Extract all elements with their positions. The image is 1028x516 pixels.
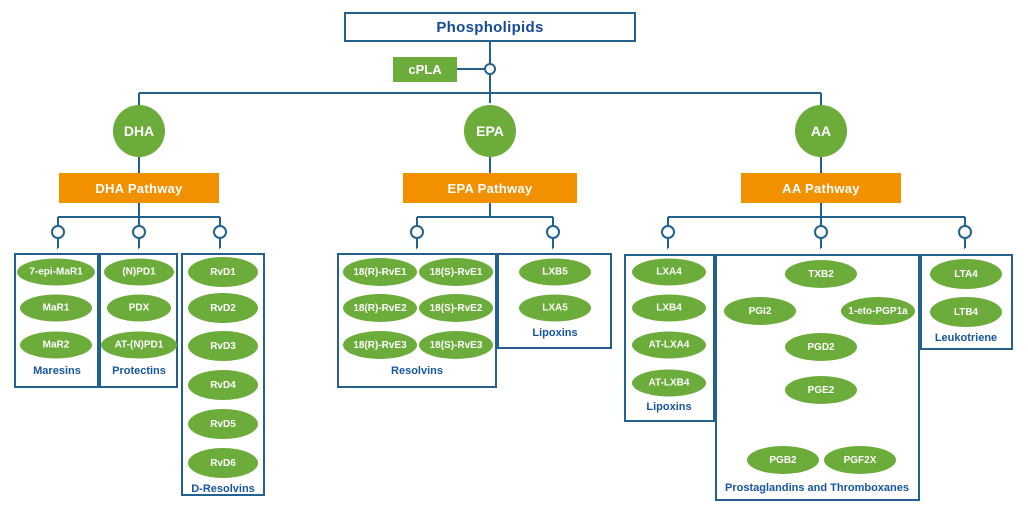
mediator-oval-pgb2: PGB2 [747, 446, 819, 474]
mediator-oval-18-s-rve2: 18(S)-RvE2 [419, 294, 493, 322]
category-label-protectins: Protectins [112, 365, 166, 377]
mediator-oval-lta4: LTA4 [930, 259, 1002, 289]
node-circle-aa: AA [795, 105, 847, 157]
mediator-oval-rvd3: RvD3 [188, 331, 258, 361]
mediator-oval-rvd2: RvD2 [188, 293, 258, 323]
mediator-oval-pgd2: PGD2 [785, 333, 857, 361]
category-label-lipoxins: Lipoxins [646, 401, 692, 413]
mediator-oval-n-pd1: (N)PD1 [104, 258, 174, 286]
cpla-enzyme-box: cPLA [393, 57, 457, 82]
category-label-leukotriene: Leukotriene [934, 332, 998, 344]
mediator-oval-lxb5: LXB5 [519, 258, 591, 286]
mediator-oval-at-n-pd1: AT-(N)PD1 [101, 331, 177, 359]
mediator-oval-rvd5: RvD5 [188, 409, 258, 439]
pathway-banner-epa: EPA Pathway [403, 173, 577, 203]
category-label-resolvins: Resolvins [391, 365, 443, 377]
mediator-oval-1-eto-pgp1a: 1-eto-PGP1a [841, 297, 915, 325]
category-label-maresins: Maresins [33, 365, 81, 377]
category-label-d-resolvins: D-Resolvins [191, 483, 255, 495]
mediator-oval-rvd4: RvD4 [188, 370, 258, 400]
mediator-oval-18-r-rve2: 18(R)-RvE2 [343, 294, 417, 322]
mediator-oval-lxa4: LXA4 [632, 258, 706, 286]
mediator-oval-pgf2x: PGF2X [824, 446, 896, 474]
category-label-prostaglandins-and-thromboxanes: Prostaglandins and Thromboxanes [725, 482, 909, 494]
node-circle-dha: DHA [113, 105, 165, 157]
mediator-oval-rvd1: RvD1 [188, 257, 258, 287]
mediator-oval-18-r-rve3: 18(R)-RvE3 [343, 331, 417, 359]
node-circle-epa: EPA [464, 105, 516, 157]
mediator-oval-7-epi-mar1: 7-epi-MaR1 [17, 258, 95, 286]
pathway-banner-dha: DHA Pathway [59, 173, 219, 203]
mediator-oval-18-r-rve1: 18(R)-RvE1 [343, 258, 417, 286]
mediator-oval-at-lxb4: AT-LXB4 [632, 369, 706, 397]
mediator-oval-ltb4: LTB4 [930, 297, 1002, 327]
category-label-lipoxins: Lipoxins [532, 327, 578, 339]
mediator-oval-18-s-rve3: 18(S)-RvE3 [419, 331, 493, 359]
mediator-oval-at-lxa4: AT-LXA4 [632, 331, 706, 359]
mediator-oval-18-s-rve1: 18(S)-RvE1 [419, 258, 493, 286]
mediator-oval-lxb4: LXB4 [632, 294, 706, 322]
mediator-oval-pge2: PGE2 [785, 376, 857, 404]
phospholipids-box: Phospholipids [344, 12, 636, 42]
mediator-oval-mar1: MaR1 [20, 294, 92, 322]
pathway-banner-aa: AA Pathway [741, 173, 901, 203]
mediator-oval-txb2: TXB2 [785, 260, 857, 288]
mediator-oval-rvd6: RvD6 [188, 448, 258, 478]
mediator-oval-lxa5: LXA5 [519, 294, 591, 322]
mediator-oval-pdx: PDX [107, 294, 171, 322]
mediator-oval-mar2: MaR2 [20, 331, 92, 359]
mediator-oval-pgi2: PGI2 [724, 297, 796, 325]
